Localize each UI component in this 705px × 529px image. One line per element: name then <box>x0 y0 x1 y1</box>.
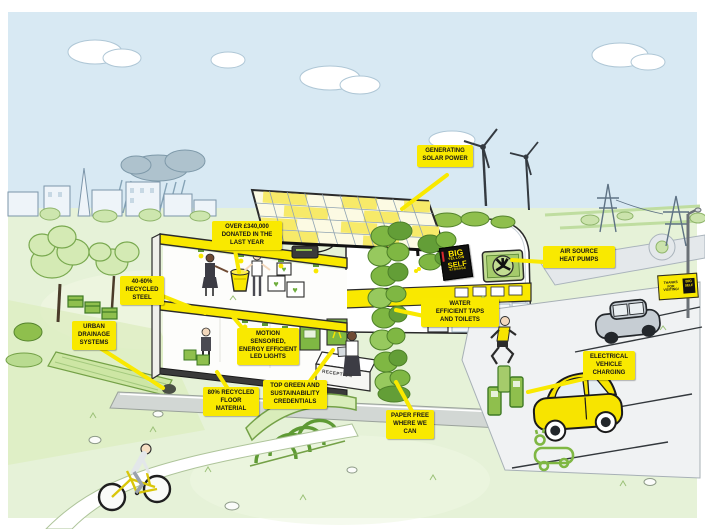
callout-water-efficient: WATER EFFICIENT TAPS AND TOILETS <box>421 298 499 328</box>
callout-generating-solar-power: GENERATING SOLAR POWER <box>417 145 473 167</box>
callout-paper-free: PAPER FREE WHERE WE CAN <box>386 410 434 440</box>
sign-pole <box>686 207 702 318</box>
svg-text:♥: ♥ <box>292 285 297 295</box>
solar-inverter <box>291 244 335 259</box>
callout-led-lights: MOTION SENSORED, ENERGY EFFICIENT LED LI… <box>237 328 299 366</box>
culvert <box>162 384 176 394</box>
fascia-windows <box>454 285 523 298</box>
callout-urban-drainage: URBAN DRAINAGE SYSTEMS <box>72 321 116 351</box>
butterfly-icon <box>414 267 421 273</box>
callout-green-credentials: TOP GREEN AND SUSTAINABILITY CREDENTIALS <box>263 380 327 410</box>
right-background <box>539 183 705 286</box>
cyclist <box>97 443 172 512</box>
grey-car <box>594 298 661 344</box>
city-skyline <box>7 167 217 223</box>
clouds <box>67 39 666 150</box>
grass-patch <box>190 435 490 525</box>
yellow-electric-car <box>532 370 624 442</box>
logo-line-storage: STORAGE <box>449 265 467 273</box>
callout-leader-lines <box>98 173 590 413</box>
person-recycling <box>183 327 211 366</box>
person-upper-left <box>202 253 229 296</box>
receptionist <box>343 331 361 376</box>
bush <box>13 322 43 342</box>
skyline-windows <box>48 188 154 203</box>
callout-recycled-steel: 40-60% RECYCLED STEEL <box>120 276 164 306</box>
cutaway-storage-building: ♥ ♥ ♥ <box>151 233 377 397</box>
svg-text:♥: ♥ <box>273 279 278 289</box>
left-wall <box>151 233 161 381</box>
exit-sign-text: THANKS FOR VISITING! <box>663 279 680 293</box>
ev-bay-road-marking <box>533 428 575 472</box>
garden-bed <box>5 352 43 368</box>
skyline-trees <box>39 207 211 223</box>
svg-text:♥: ♥ <box>282 265 287 274</box>
thanks-for-visiting-sign: THANKS FOR VISITING! BIG SELF <box>657 272 699 301</box>
recycling-bins <box>67 295 118 320</box>
ev-charging-stations <box>487 365 524 416</box>
exit-sign-mini-logo: BIG SELF <box>682 277 696 294</box>
callout-recycled-floor: 80% RECYCLED FLOOR MATERIAL <box>203 387 259 417</box>
grass-tufts <box>89 295 667 501</box>
stones <box>88 410 657 511</box>
trees-left <box>5 225 140 368</box>
callout-donations: OVER £340,000 DONATED IN THE LAST YEAR <box>212 221 282 251</box>
callout-air-source-heat-pumps: AIR SOURCE HEAT PUMPS <box>543 246 615 268</box>
runner <box>490 316 517 365</box>
mini-logo-line-self: SELF <box>684 282 694 288</box>
wind-turbines <box>463 128 539 211</box>
sky <box>8 12 697 210</box>
air-source-heat-pump-unit <box>481 249 525 283</box>
storage-boxes-with-hearts: ♥ ♥ ♥ <box>267 262 305 298</box>
big-yellow-logo-sign: BIG YELLOW SELF STORAGE <box>438 244 474 281</box>
electricity-pylon <box>597 183 689 247</box>
far-bushes <box>580 211 705 226</box>
callout-ev-charging: ELECTRICAL VEHICLE CHARGING <box>583 351 635 381</box>
